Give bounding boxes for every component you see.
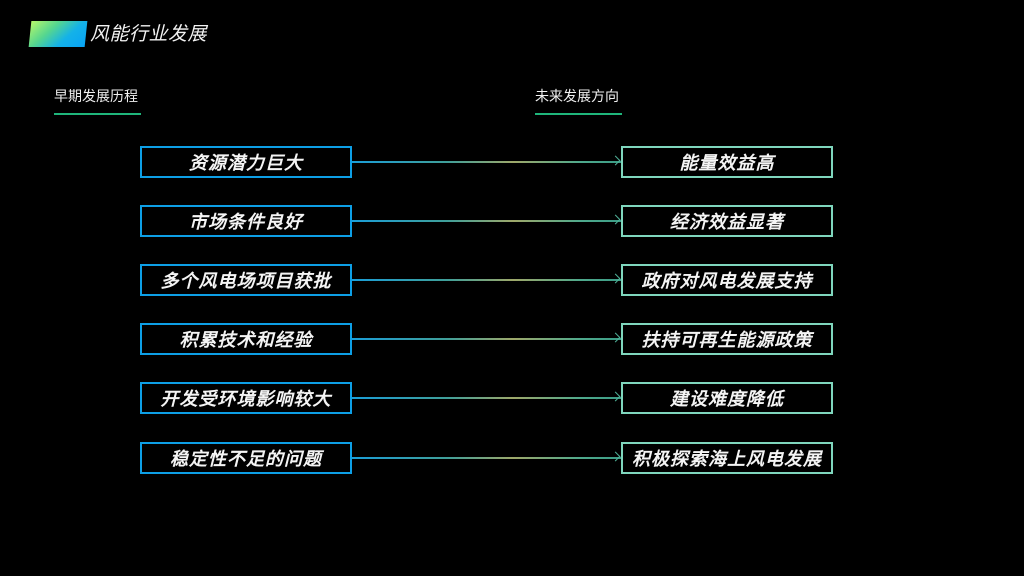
mapping-row: 稳定性不足的问题 积极探索海上风电发展 bbox=[0, 442, 1024, 475]
arrow-head-icon bbox=[610, 332, 621, 343]
connector-line bbox=[352, 457, 621, 459]
connector-line bbox=[352, 161, 621, 163]
connector-line bbox=[352, 279, 621, 281]
section-underline bbox=[535, 113, 622, 115]
connector-line bbox=[352, 220, 621, 222]
connector-line bbox=[352, 397, 621, 399]
section-underline bbox=[54, 113, 141, 115]
arrow-head-icon bbox=[610, 214, 621, 225]
mapping-row: 多个风电场项目获批 政府对风电发展支持 bbox=[0, 264, 1024, 297]
mapping-row: 积累技术和经验 扶持可再生能源政策 bbox=[0, 323, 1024, 356]
future-item-box: 扶持可再生能源政策 bbox=[621, 323, 833, 355]
future-item-box: 积极探索海上风电发展 bbox=[621, 442, 833, 474]
mapping-row: 开发受环境影响较大 建设难度降低 bbox=[0, 382, 1024, 415]
section-heading-early: 早期发展历程 bbox=[54, 86, 141, 115]
arrow-head-icon bbox=[610, 155, 621, 166]
section-heading-future-label: 未来发展方向 bbox=[535, 89, 619, 105]
early-item-box: 开发受环境影响较大 bbox=[140, 382, 352, 414]
title-accent-shape bbox=[28, 21, 88, 47]
early-item-box: 积累技术和经验 bbox=[140, 323, 352, 355]
page-title: 风能行业发展 bbox=[90, 23, 208, 45]
early-item-box: 稳定性不足的问题 bbox=[140, 442, 352, 474]
arrow-head-icon bbox=[610, 451, 621, 462]
future-item-box: 建设难度降低 bbox=[621, 382, 833, 414]
section-heading-future: 未来发展方向 bbox=[535, 86, 622, 115]
section-heading-early-label: 早期发展历程 bbox=[54, 89, 138, 105]
future-item-box: 能量效益高 bbox=[621, 146, 833, 178]
early-item-box: 市场条件良好 bbox=[140, 205, 352, 237]
future-item-box: 经济效益显著 bbox=[621, 205, 833, 237]
title-bar: 风能行业发展 bbox=[0, 0, 400, 60]
mapping-row: 市场条件良好 经济效益显著 bbox=[0, 205, 1024, 238]
mapping-row: 资源潜力巨大 能量效益高 bbox=[0, 146, 1024, 179]
future-item-box: 政府对风电发展支持 bbox=[621, 264, 833, 296]
arrow-head-icon bbox=[610, 273, 621, 284]
early-item-box: 资源潜力巨大 bbox=[140, 146, 352, 178]
early-item-box: 多个风电场项目获批 bbox=[140, 264, 352, 296]
connector-line bbox=[352, 338, 621, 340]
arrow-head-icon bbox=[610, 391, 621, 402]
